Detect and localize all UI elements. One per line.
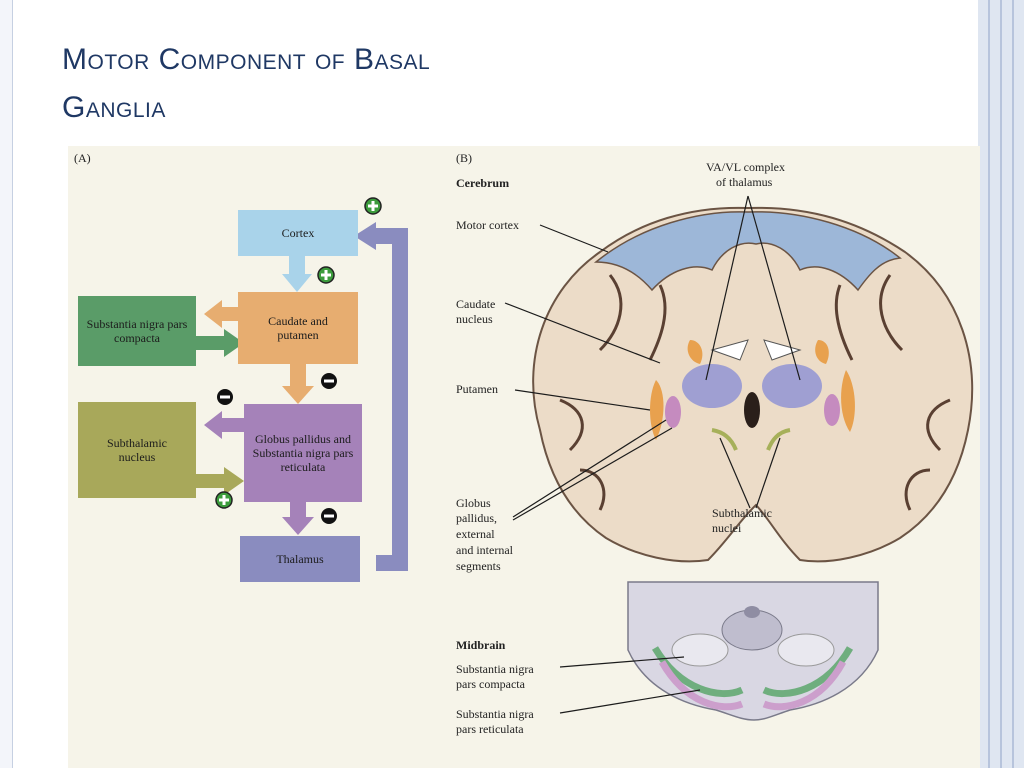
minus-sign-icon (321, 373, 337, 389)
motor-cortex-label: Motor cortex (456, 218, 519, 232)
snc-label-line-2: pars compacta (456, 677, 525, 691)
snr-label-line-2: pars reticulata (456, 722, 524, 736)
caudate-putamen-box: Caudate and putamen (238, 292, 358, 364)
leader-lines (504, 195, 801, 714)
sn-compacta-label: Substantia nigra pars compacta (86, 317, 188, 345)
midbrain-heading: Midbrain (456, 638, 506, 652)
midbrain-section (627, 581, 879, 721)
panel-a-label: (A) (74, 151, 91, 165)
va-vl-label-line-1: VA/VL complex (706, 160, 785, 174)
cortex-label: Cortex (281, 226, 315, 240)
slide-left-border (0, 0, 13, 768)
caudate-putamen-label: Caudate and putamen (268, 314, 328, 342)
plus-sign-icon (317, 266, 335, 284)
snc-label-line-1: Substantia nigra (456, 662, 534, 676)
slide-title: Motor Component of Basal Ganglia (62, 36, 762, 132)
panel-b-label: (B) (456, 151, 472, 165)
globus-label-line-5: segments (456, 559, 501, 573)
globus-label-line-2: pallidus, (456, 511, 497, 525)
subthalamic-label-line-2: nuclei (712, 521, 742, 535)
globus-label-line-3: external (456, 527, 495, 541)
caudate-label-line-2: nucleus (456, 312, 493, 326)
snr-label-line-1: Substantia nigra (456, 707, 534, 721)
globus-pallidus-box: Globus pallidus and Substantia nigra par… (244, 404, 362, 502)
globus-pallidus-label: Globus pallidus and Substantia nigra par… (252, 432, 354, 474)
title-line-1: Motor Component of Basal (62, 43, 431, 76)
putamen-label: Putamen (456, 382, 498, 396)
caudate-label-line-1: Caudate (456, 297, 496, 311)
arrow-head-cortex (354, 222, 376, 250)
subthalamic-box: Subthalamic nucleus (78, 402, 196, 498)
slide-right-border (978, 0, 1024, 768)
thalamus-box: Thalamus (240, 536, 360, 582)
va-vl-label-line-2: of thalamus (716, 175, 773, 189)
thalamus-label: Thalamus (276, 552, 324, 566)
subthalamic-label: Subthalamic nucleus (107, 436, 167, 464)
cortex-box: Cortex (238, 210, 358, 256)
plus-sign-icon (215, 491, 233, 509)
cerebrum-heading: Cerebrum (456, 176, 510, 190)
globus-label-line-4: and internal (456, 543, 513, 557)
subthalamic-label-line-1: Subthalamic (712, 506, 772, 520)
minus-sign-icon (217, 389, 233, 405)
plus-sign-icon (364, 197, 382, 215)
title-line-2: Ganglia (62, 91, 166, 124)
coronal-brain-section (532, 206, 974, 563)
sn-compacta-box: Substantia nigra pars compacta (78, 296, 196, 366)
globus-label-line-1: Globus (456, 496, 491, 510)
minus-sign-icon (321, 508, 337, 524)
